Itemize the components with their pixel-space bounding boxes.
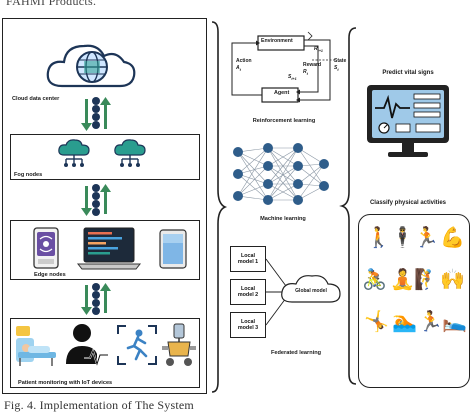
rl-reward-symbol: R [303, 69, 307, 75]
rl-state-symbol: S [334, 65, 338, 71]
rl-state-word: State [334, 58, 347, 64]
figure-caption: Fig. 4. Implementation of The System [4, 398, 194, 412]
global-model-label: Global model [295, 288, 327, 294]
hospital-bed-icon [14, 322, 58, 368]
climbing-stairs-icon: 🧗 [414, 269, 439, 291]
cloud-fog-arrows [78, 95, 114, 133]
rl-environment-label: Environment [261, 38, 293, 44]
robotic-device-icon [160, 322, 198, 368]
rl-next-state-label: St+1 [288, 74, 297, 81]
rl-agent-label: Agent [274, 90, 290, 96]
edge-nodes-label: Edge nodes [34, 272, 66, 278]
pushup-icon: 🤸 [364, 311, 389, 333]
activity-detection-icon [116, 324, 158, 366]
patient-heartbeat-icon [62, 322, 110, 368]
rl-state-label: State St [334, 58, 346, 73]
rl-next-reward-label: Rt+1 [314, 46, 323, 53]
rl-diagram [226, 30, 346, 112]
rl-reward-subscript: t [306, 72, 308, 76]
router-device-icon [28, 225, 62, 271]
rl-next-reward-symbol: R [314, 46, 318, 52]
tablet-icon [158, 228, 188, 270]
ml-title: Machine learning [260, 216, 306, 222]
standing-person-icon: 🕴 [390, 227, 415, 249]
rl-title: Reinforcement learning [252, 118, 316, 124]
laptop-icon [76, 226, 142, 272]
jumping-icon: 🙌 [440, 269, 465, 291]
vital-signs-monitor-icon [364, 82, 452, 162]
local-model-3-box: Local model 3 [230, 312, 266, 338]
rl-action-symbol: A [236, 65, 240, 71]
local-model-1-label: Local model 1 [237, 252, 259, 265]
stretching-icon: 🧘 [390, 269, 415, 291]
local-model-2-label: Local model 2 [237, 285, 259, 298]
arm-stretch-icon: 💪 [440, 227, 465, 249]
right-brace [338, 26, 360, 386]
local-model-3-label: Local model 3 [237, 318, 259, 331]
federated-links [265, 250, 346, 340]
sprinting-icon: 🏃 [418, 311, 443, 333]
cloud-data-center-label: Cloud data center [12, 96, 60, 102]
fog-edge-arrows [78, 182, 114, 218]
fl-title: Federated learning [270, 350, 322, 356]
activities-box [358, 214, 470, 388]
left-brace [208, 20, 228, 394]
rl-next-state-symbol: S [288, 74, 292, 80]
rl-action-word: Action [236, 58, 252, 64]
crawling-icon: 🏊 [392, 311, 417, 333]
rl-next-reward-subscript: t+1 [317, 49, 323, 53]
fog-node-1-icon [56, 137, 92, 169]
rl-state-subscript: t [337, 68, 339, 72]
local-model-1-box: Local model 1 [230, 246, 266, 272]
rl-reward-word: Reward [303, 62, 322, 68]
classify-activities-title: Classify physical activities [369, 200, 447, 206]
rl-action-subscript: t [239, 68, 241, 72]
edge-patient-arrows [78, 281, 114, 317]
top-cut-text: FAHMI Products. [6, 0, 97, 8]
predict-vital-signs-title: Predict vital signs [382, 70, 434, 76]
local-model-2-box: Local model 2 [230, 279, 266, 305]
walking-icon: 🚶 [366, 227, 391, 249]
lying-icon: 🛌 [442, 311, 467, 333]
fog-nodes-label: Fog nodes [14, 172, 43, 178]
fog-nodes-box [10, 134, 200, 180]
running-icon: 🏃 [414, 227, 439, 249]
fog-node-2-icon [112, 137, 148, 169]
neural-network-icon [228, 142, 334, 206]
rl-next-state-subscript: t+1 [291, 77, 297, 81]
cloud-data-center-icon [40, 34, 140, 94]
rl-reward-label: Reward Rt [303, 62, 321, 77]
cycling-icon: 🚴 [362, 269, 387, 291]
patient-monitoring-label: Patient monitoring with IoT devices [18, 380, 113, 386]
rl-action-label: Action At [236, 58, 252, 73]
